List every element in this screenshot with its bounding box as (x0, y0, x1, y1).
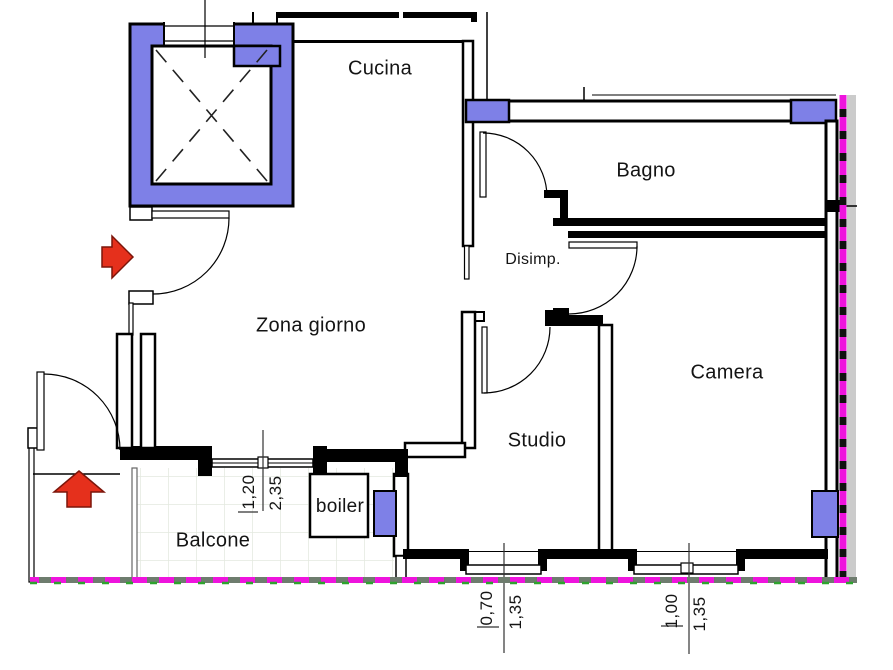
wall-studio-north (545, 310, 603, 326)
room-label-camera: Camera (690, 361, 764, 384)
exterior-wall-bagno-north (464, 87, 838, 125)
studio-door (481, 326, 551, 394)
wall-studio-west (392, 310, 485, 581)
section-marker (827, 200, 840, 212)
bagno-door (479, 131, 548, 198)
property-boundary (30, 95, 857, 585)
dimension-balcone-door-b: 2,35 (266, 475, 285, 511)
room-label-studio: Studio (507, 429, 567, 452)
dimension-studio-window-b: 1,35 (506, 594, 525, 630)
camera-south-window (628, 549, 745, 575)
wall-camera-west (597, 323, 614, 553)
window-block-boiler (373, 490, 397, 537)
room-label-boiler: boiler (315, 496, 365, 517)
boiler-closet (308, 472, 370, 539)
room-label-balcone: Balcone (175, 529, 251, 552)
room-label-cucina: Cucina (347, 57, 413, 80)
door-leaf (481, 326, 488, 394)
door-arc (152, 217, 230, 295)
dimension-balcone-door-a: 1,20 (239, 474, 258, 510)
open-door-leaf (463, 245, 470, 280)
entrance-door (151, 210, 230, 295)
dimension-lines (238, 430, 690, 654)
dimension-studio-window-a: 0,70 (477, 590, 496, 626)
exterior-wall-south (403, 549, 828, 559)
wall-cucina (293, 39, 475, 280)
wall-west-entrance (115, 206, 157, 450)
section-strip (847, 95, 856, 582)
window-block-camera-east (811, 490, 839, 538)
room-label-bagno: Bagno (616, 159, 676, 182)
door-arc (43, 373, 121, 451)
door-leaf (151, 210, 230, 219)
camera-door (568, 241, 638, 315)
door-arc (482, 132, 548, 198)
wall-zona-giorno-south (120, 446, 408, 477)
stairs-arrow-icon (51, 470, 107, 508)
elevator-cross-icon (155, 49, 268, 182)
door-arc (568, 245, 638, 315)
door-leaf (568, 241, 638, 249)
exterior-wall-north (252, 11, 488, 101)
door-arc (483, 326, 551, 394)
elevator-shaft (128, 0, 295, 208)
dimension-camera-window-b: 1,35 (690, 596, 709, 632)
door-leaf (36, 371, 45, 451)
window-block (464, 98, 511, 124)
door-leaf (479, 131, 487, 198)
entrance-arrow-icon (101, 234, 135, 280)
window-block (789, 98, 838, 125)
stairwell-door (36, 371, 121, 451)
room-label-zona-giorno: Zona giorno (255, 314, 367, 337)
dimension-camera-window-a: 1,00 (662, 593, 681, 629)
wall-bagno-camera (553, 218, 827, 238)
room-label-disimpegno: Disimp. (505, 251, 561, 268)
